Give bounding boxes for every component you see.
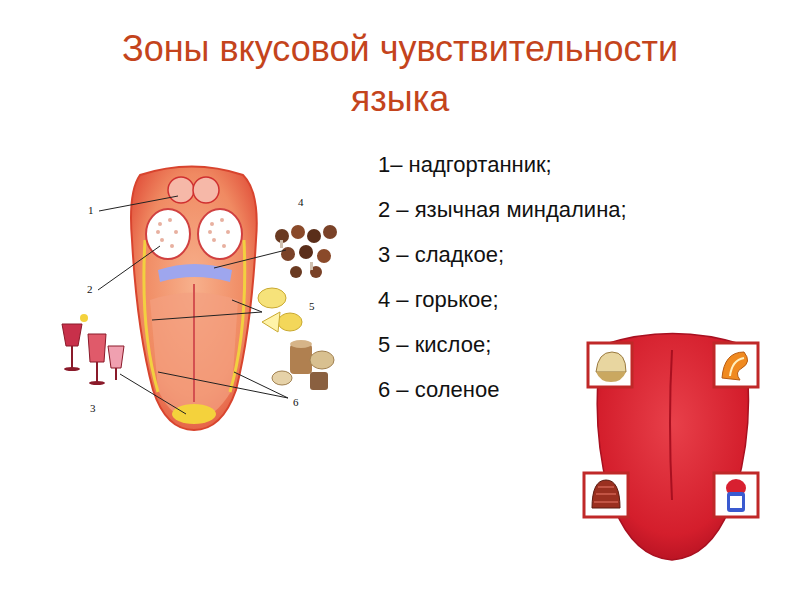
sour-items (258, 288, 302, 332)
taste-frames (584, 343, 758, 517)
salty-edge (230, 240, 245, 392)
tonsil (198, 209, 242, 259)
tonsil-texture (156, 218, 230, 248)
key-line: 3 – сладкое; (378, 242, 504, 268)
callout-number: 5 (309, 300, 315, 313)
key-line: 1– надгортанник; (378, 152, 552, 178)
callout-number: 2 (87, 283, 93, 296)
tongue-outline (131, 167, 257, 431)
sweet-items (62, 314, 124, 385)
median-groove (670, 350, 672, 500)
epiglottis (168, 177, 194, 203)
salty-edge (144, 240, 158, 392)
salt-shaker-icon (726, 479, 746, 512)
nut-icon (596, 352, 626, 382)
callout-number: 6 (293, 396, 299, 409)
callout-number: 1 (88, 204, 94, 217)
key-line: 2 – язычная миндалина; (378, 197, 627, 223)
title: Зоны вкусовой чувствительности языка (80, 24, 720, 124)
callout-number: 4 (298, 196, 304, 209)
median-groove (193, 284, 195, 402)
key-line: 4 – горькое; (378, 287, 499, 313)
sweet-tip (172, 404, 216, 424)
key-line: 6 – соленое (378, 377, 499, 403)
epiglottis (193, 177, 219, 203)
leader-lines (98, 196, 288, 414)
callout-number: 3 (90, 402, 96, 415)
orange-peel-icon (722, 352, 748, 380)
candy-icon (592, 480, 620, 508)
key-line: 5 – кислое; (378, 332, 491, 358)
salty-items (272, 340, 334, 390)
